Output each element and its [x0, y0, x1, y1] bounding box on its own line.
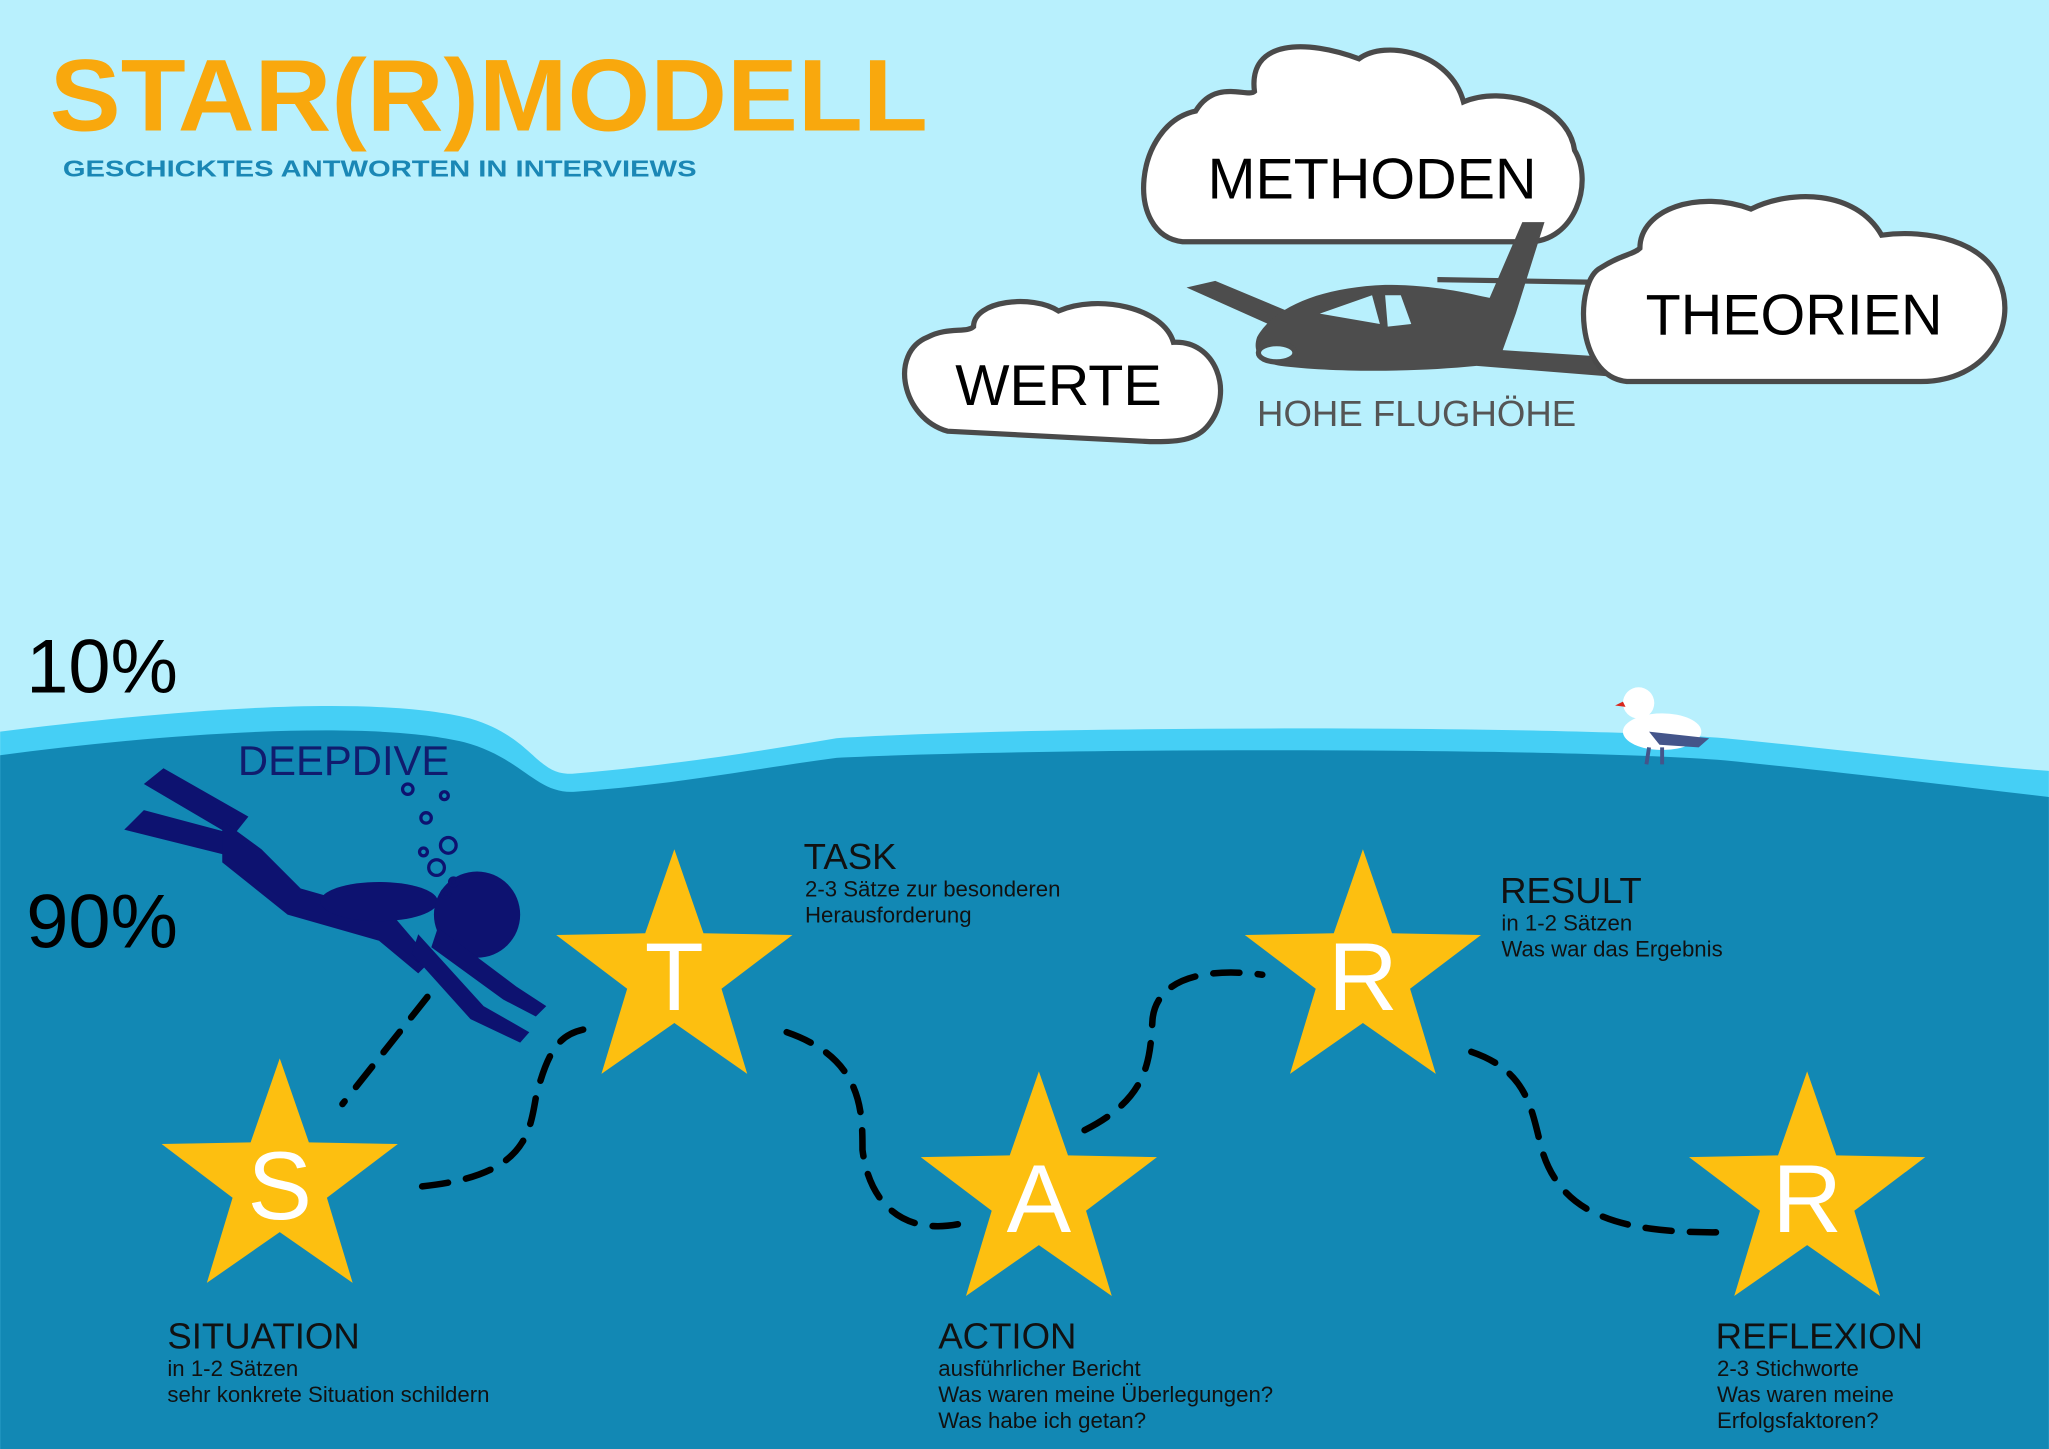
- cloud-label-werte: WERTE: [955, 354, 1161, 418]
- page-title: STAR(R)MODELL: [50, 39, 928, 153]
- cloud-werte: WERTE: [902, 298, 1224, 445]
- plane-caption: HOHE FLUGHÖHE: [1257, 393, 1576, 434]
- step-label-situation: SITUATION in 1-2 Sätzen sehr konkrete Si…: [167, 1315, 489, 1407]
- step-label-reflexion: REFLEXION 2-3 Stichworte Was waren meine…: [1716, 1315, 1923, 1433]
- percent-above: 10%: [26, 624, 178, 709]
- diver-icon: [124, 768, 547, 1043]
- step-line: sehr konkrete Situation schildern: [167, 1382, 489, 1407]
- cloud-label-theorien: THEORIEN: [1646, 283, 1943, 347]
- star-task: T: [556, 849, 793, 1074]
- percent-below: 90%: [26, 879, 178, 964]
- star-action: A: [920, 1071, 1157, 1296]
- star-letter: R: [1772, 1145, 1842, 1253]
- star-situation: S: [161, 1058, 398, 1283]
- star-reflexion: R: [1689, 1071, 1926, 1296]
- step-title: SITUATION: [167, 1315, 359, 1356]
- cloud-label-methoden: METHODEN: [1208, 148, 1537, 212]
- star-letter: S: [248, 1132, 312, 1240]
- star-letter: T: [645, 923, 704, 1031]
- step-line: 2-3 Sätze zur besonderen: [805, 876, 1061, 901]
- cloud-methoden: METHODEN: [1141, 44, 1585, 245]
- step-line: Was waren meine Überlegungen?: [938, 1382, 1273, 1407]
- page-subtitle: GESCHICKTES ANTWORTEN IN INTERVIEWS: [63, 155, 697, 181]
- path-line: [339, 969, 1735, 1236]
- star-letter: R: [1328, 923, 1398, 1031]
- deepdive-label: DEEPDIVE: [238, 737, 449, 784]
- cloud-theorien: THEORIEN: [1580, 194, 2008, 385]
- star-result: R: [1244, 849, 1482, 1074]
- step-line: Was waren meine: [1717, 1382, 1894, 1407]
- step-title: RESULT: [1500, 870, 1642, 911]
- step-label-task: TASK 2-3 Sätze zur besonderen Herausford…: [804, 836, 1061, 928]
- step-line: Was habe ich getan?: [938, 1408, 1146, 1433]
- step-line: Erfolgsfaktoren?: [1717, 1408, 1879, 1433]
- star-icon: [1244, 849, 1482, 1074]
- step-title: TASK: [804, 836, 897, 877]
- step-label-action: ACTION ausführlicher Bericht Was waren m…: [938, 1315, 1273, 1433]
- star-icon: [161, 1058, 398, 1283]
- step-label-result: RESULT in 1-2 Sätzen Was war das Ergebni…: [1500, 870, 1723, 962]
- step-line: 2-3 Stichworte: [1717, 1356, 1859, 1381]
- airplane-icon: [1186, 222, 1644, 379]
- step-line: in 1-2 Sätzen: [1501, 910, 1632, 935]
- star-icon: [920, 1071, 1157, 1296]
- step-title: REFLEXION: [1716, 1315, 1923, 1356]
- seagull-icon: [1615, 687, 1710, 765]
- step-line: Was war das Ergebnis: [1501, 936, 1722, 961]
- star-icon: [1689, 1071, 1926, 1296]
- star-letter: A: [1007, 1145, 1072, 1253]
- step-title: ACTION: [938, 1315, 1076, 1356]
- step-line: ausführlicher Bericht: [938, 1356, 1140, 1381]
- star-icon: [556, 849, 793, 1074]
- step-line: Herausforderung: [805, 902, 972, 927]
- step-line: in 1-2 Sätzen: [167, 1356, 298, 1381]
